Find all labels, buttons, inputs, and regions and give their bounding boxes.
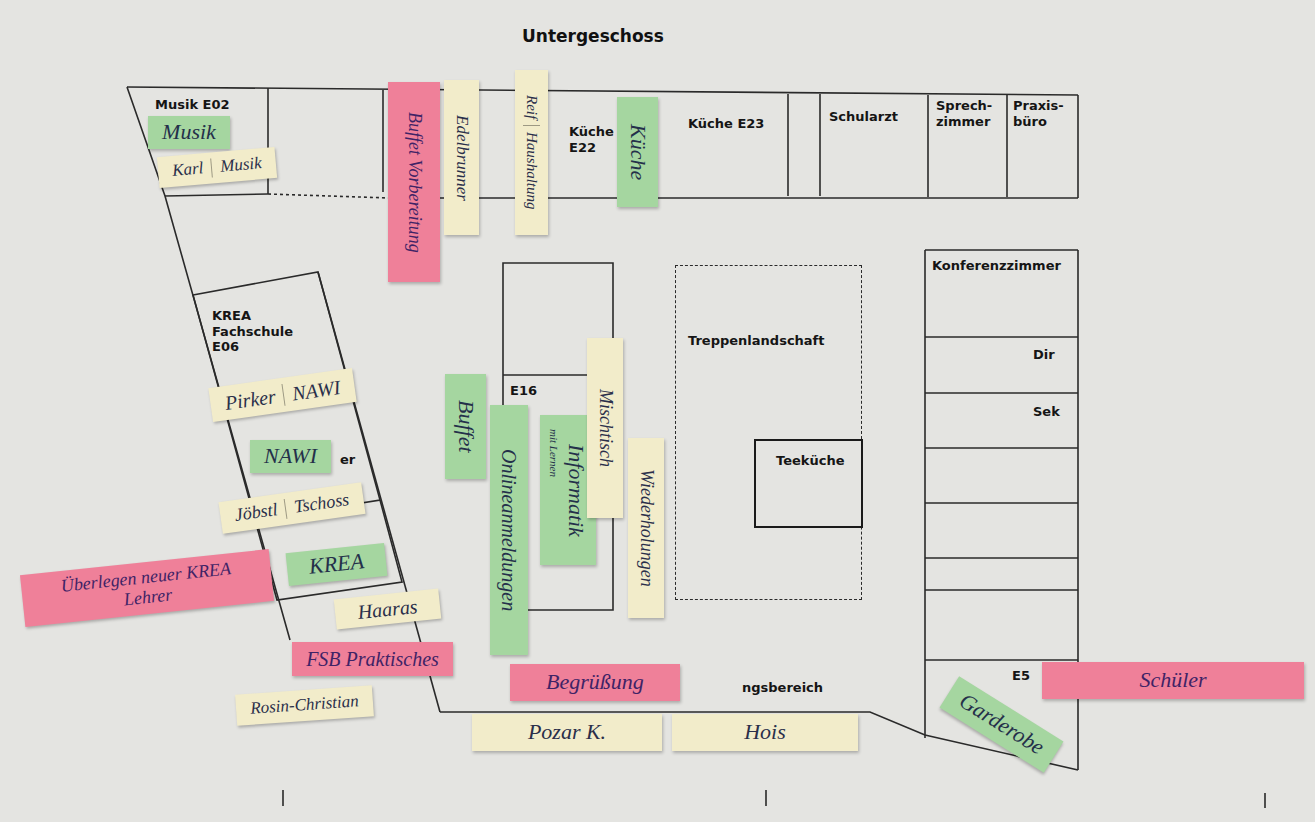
note-text: Karl (171, 159, 204, 180)
note-text: Tschoss (284, 490, 351, 519)
note-text: Schüler (1139, 668, 1206, 692)
room-label: KREA Fachschule E06 (212, 308, 307, 355)
sticky-note: Rosin-Christian (235, 685, 374, 725)
note-text: NAWI (264, 444, 317, 468)
room-label: Musik E02 (155, 97, 230, 113)
room-label: Teeküche (776, 453, 844, 469)
plan-title: Untergeschoss (522, 26, 664, 46)
note-text: Buffet Vorbereitung (404, 112, 424, 253)
note-text: KREA (308, 550, 365, 580)
room-label: Dir (1033, 347, 1055, 363)
room-label: E16 (510, 383, 537, 399)
note-text: mit Lernen (548, 429, 560, 477)
room-outline: TreppenlandschaftTeeküche (675, 265, 862, 600)
tick-mark (283, 790, 1265, 808)
note-text: Edelbrunner (452, 115, 471, 201)
note-text: Musik (211, 154, 263, 177)
note-text: Buffet (453, 400, 477, 453)
sticky-note: Buffet (445, 374, 486, 479)
room: Sek (925, 393, 1078, 448)
room: Dir (925, 337, 1078, 393)
note-text: NAWI (282, 376, 342, 406)
note-text: Garderobe (955, 689, 1048, 760)
room-label: Sprech- zimmer (936, 98, 1006, 129)
sticky-note: Schüler (1042, 662, 1304, 699)
note-text: Informatik (563, 444, 587, 537)
room: Sprech- zimmer (928, 94, 1007, 197)
room: Konferenzzimmer (925, 250, 1078, 337)
wall (165, 194, 268, 196)
note-text: Jöbstl (233, 500, 278, 526)
sticky-note: KREA (286, 543, 388, 586)
room-label: Küche E23 (688, 116, 764, 132)
note-text: Onlineanmeldungen (498, 449, 520, 611)
sticky-note: Onlineanmeldungen (490, 405, 528, 655)
wall (382, 90, 384, 192)
sticky-note: Karl Musik (157, 147, 277, 188)
wall (390, 197, 1078, 199)
note-text: Rosin-Christian (250, 692, 360, 718)
sticky-note: Begrüßung (510, 664, 680, 701)
note-text: Haushaltung (523, 125, 540, 210)
sticky-note: Mischtisch (587, 338, 623, 518)
room: Praxis- büro (1007, 95, 1078, 198)
room: Schularzt (820, 94, 928, 197)
note-text: Musik (162, 120, 216, 144)
note-text: Pirker (223, 385, 277, 414)
sticky-note: PirkerNAWI (208, 368, 356, 422)
sticky-note: Musik (148, 116, 230, 149)
note-text: Wiederholungen (636, 469, 656, 587)
room-label-fragment: er (340, 452, 355, 468)
room: Küche E23 (675, 93, 788, 197)
sticky-note: Hois (672, 714, 858, 751)
room-label: Praxis- büro (1013, 98, 1075, 129)
note-text: FSB Praktisches (306, 648, 439, 670)
room-label: Küche E22 (569, 124, 615, 155)
note-text: Hois (744, 720, 786, 744)
sticky-note: ReifHaushaltung (515, 70, 548, 235)
note-text: Reif (523, 95, 540, 119)
note-text: Mischtisch (595, 389, 615, 467)
wall (1077, 95, 1079, 198)
wall (927, 95, 929, 197)
wall (787, 94, 789, 196)
sticky-note: Edelbrunner (444, 80, 479, 235)
sticky-note: Überlegen neuer KREA Lehrer (20, 549, 274, 627)
wall (819, 94, 821, 196)
sticky-note: Küche (617, 97, 658, 207)
sticky-note: Buffet Vorbereitung (388, 82, 440, 282)
sticky-note: FSB Praktisches (292, 642, 453, 676)
sticky-note: Pozar K. (472, 714, 662, 751)
sticky-note: Haaras (334, 589, 442, 630)
sticky-note: JöbstlTschoss (218, 482, 365, 534)
note-text: Küche (625, 124, 649, 180)
room-label: Schularzt (829, 109, 898, 125)
room-label: Sek (1033, 404, 1060, 420)
wall (1006, 95, 1008, 197)
note-text: Begrüßung (546, 670, 644, 694)
note-text: Pozar K. (528, 720, 606, 744)
room-outline: Teeküche (754, 439, 863, 528)
wall (268, 194, 390, 198)
wall (127, 87, 1078, 95)
wall (925, 250, 1078, 660)
room-label: Konferenzzimmer (932, 258, 1061, 274)
room-label-fragment: ngsbereich (742, 680, 823, 696)
room-label: E5 (1012, 668, 1030, 684)
sticky-note: Wiederholungen (628, 438, 664, 618)
note-text: Überlegen neuer KREA Lehrer (35, 557, 260, 620)
note-text: Haaras (356, 595, 418, 623)
room-label: Treppenlandschaft (688, 333, 824, 349)
sticky-note: NAWI (250, 440, 331, 473)
